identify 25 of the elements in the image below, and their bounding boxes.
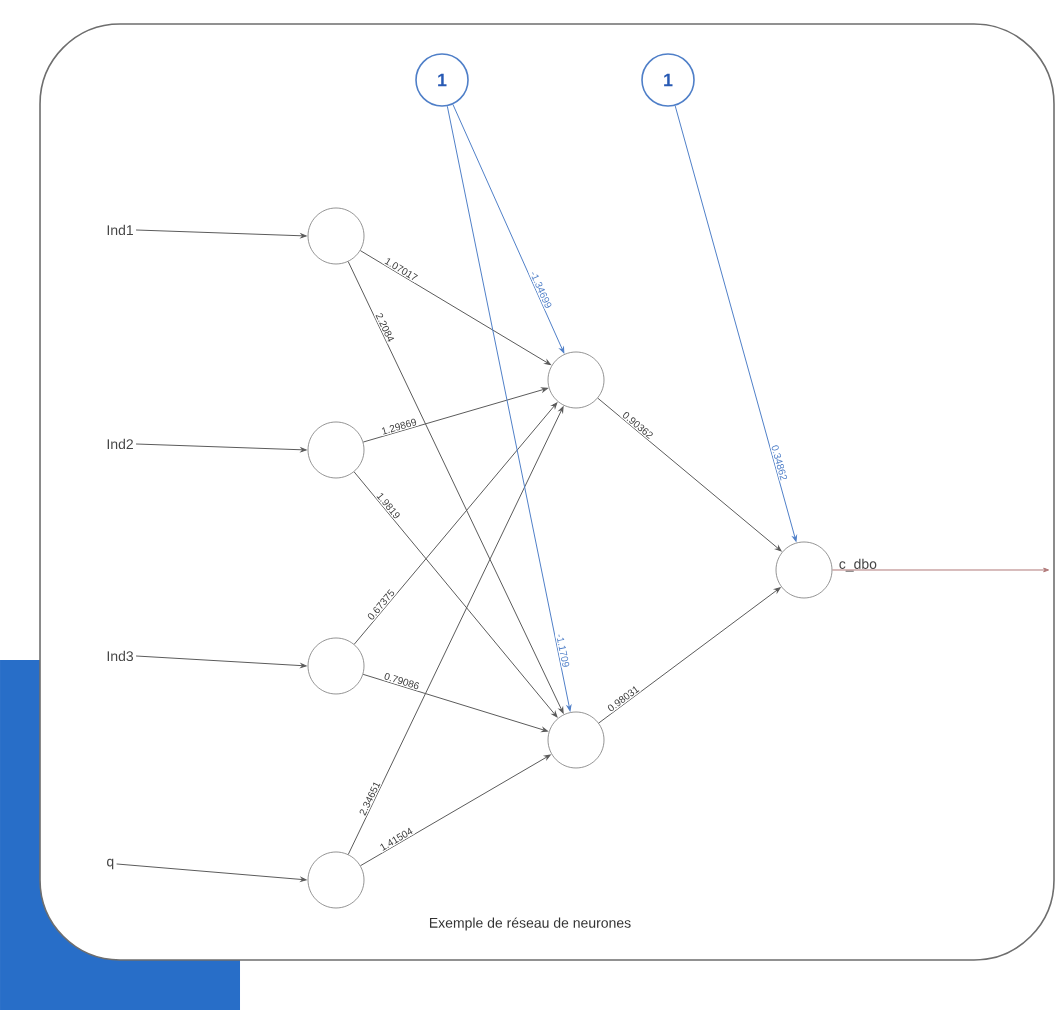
arrow xyxy=(597,397,782,552)
neuron-circle xyxy=(775,541,833,599)
arrow xyxy=(452,103,565,354)
arrow xyxy=(135,443,307,453)
arrow xyxy=(353,402,558,645)
arrow xyxy=(831,567,1050,573)
arrow xyxy=(135,655,307,668)
neuron-circle xyxy=(547,711,605,769)
arrow xyxy=(116,863,307,882)
arrow xyxy=(135,229,307,239)
arrow xyxy=(362,673,548,733)
arrow xyxy=(598,587,781,724)
arrow xyxy=(362,387,548,443)
arrow xyxy=(359,250,551,366)
neuron-circle xyxy=(547,351,605,409)
arrow xyxy=(360,754,551,867)
arrow xyxy=(674,105,797,542)
arrow xyxy=(347,261,564,714)
arrow xyxy=(353,471,558,718)
neuron-circle xyxy=(307,207,365,265)
arrow xyxy=(446,105,572,712)
neuron-circle xyxy=(307,637,365,695)
neuron-circle xyxy=(307,851,365,909)
neuron-circle xyxy=(307,421,365,479)
arrow xyxy=(347,406,564,855)
